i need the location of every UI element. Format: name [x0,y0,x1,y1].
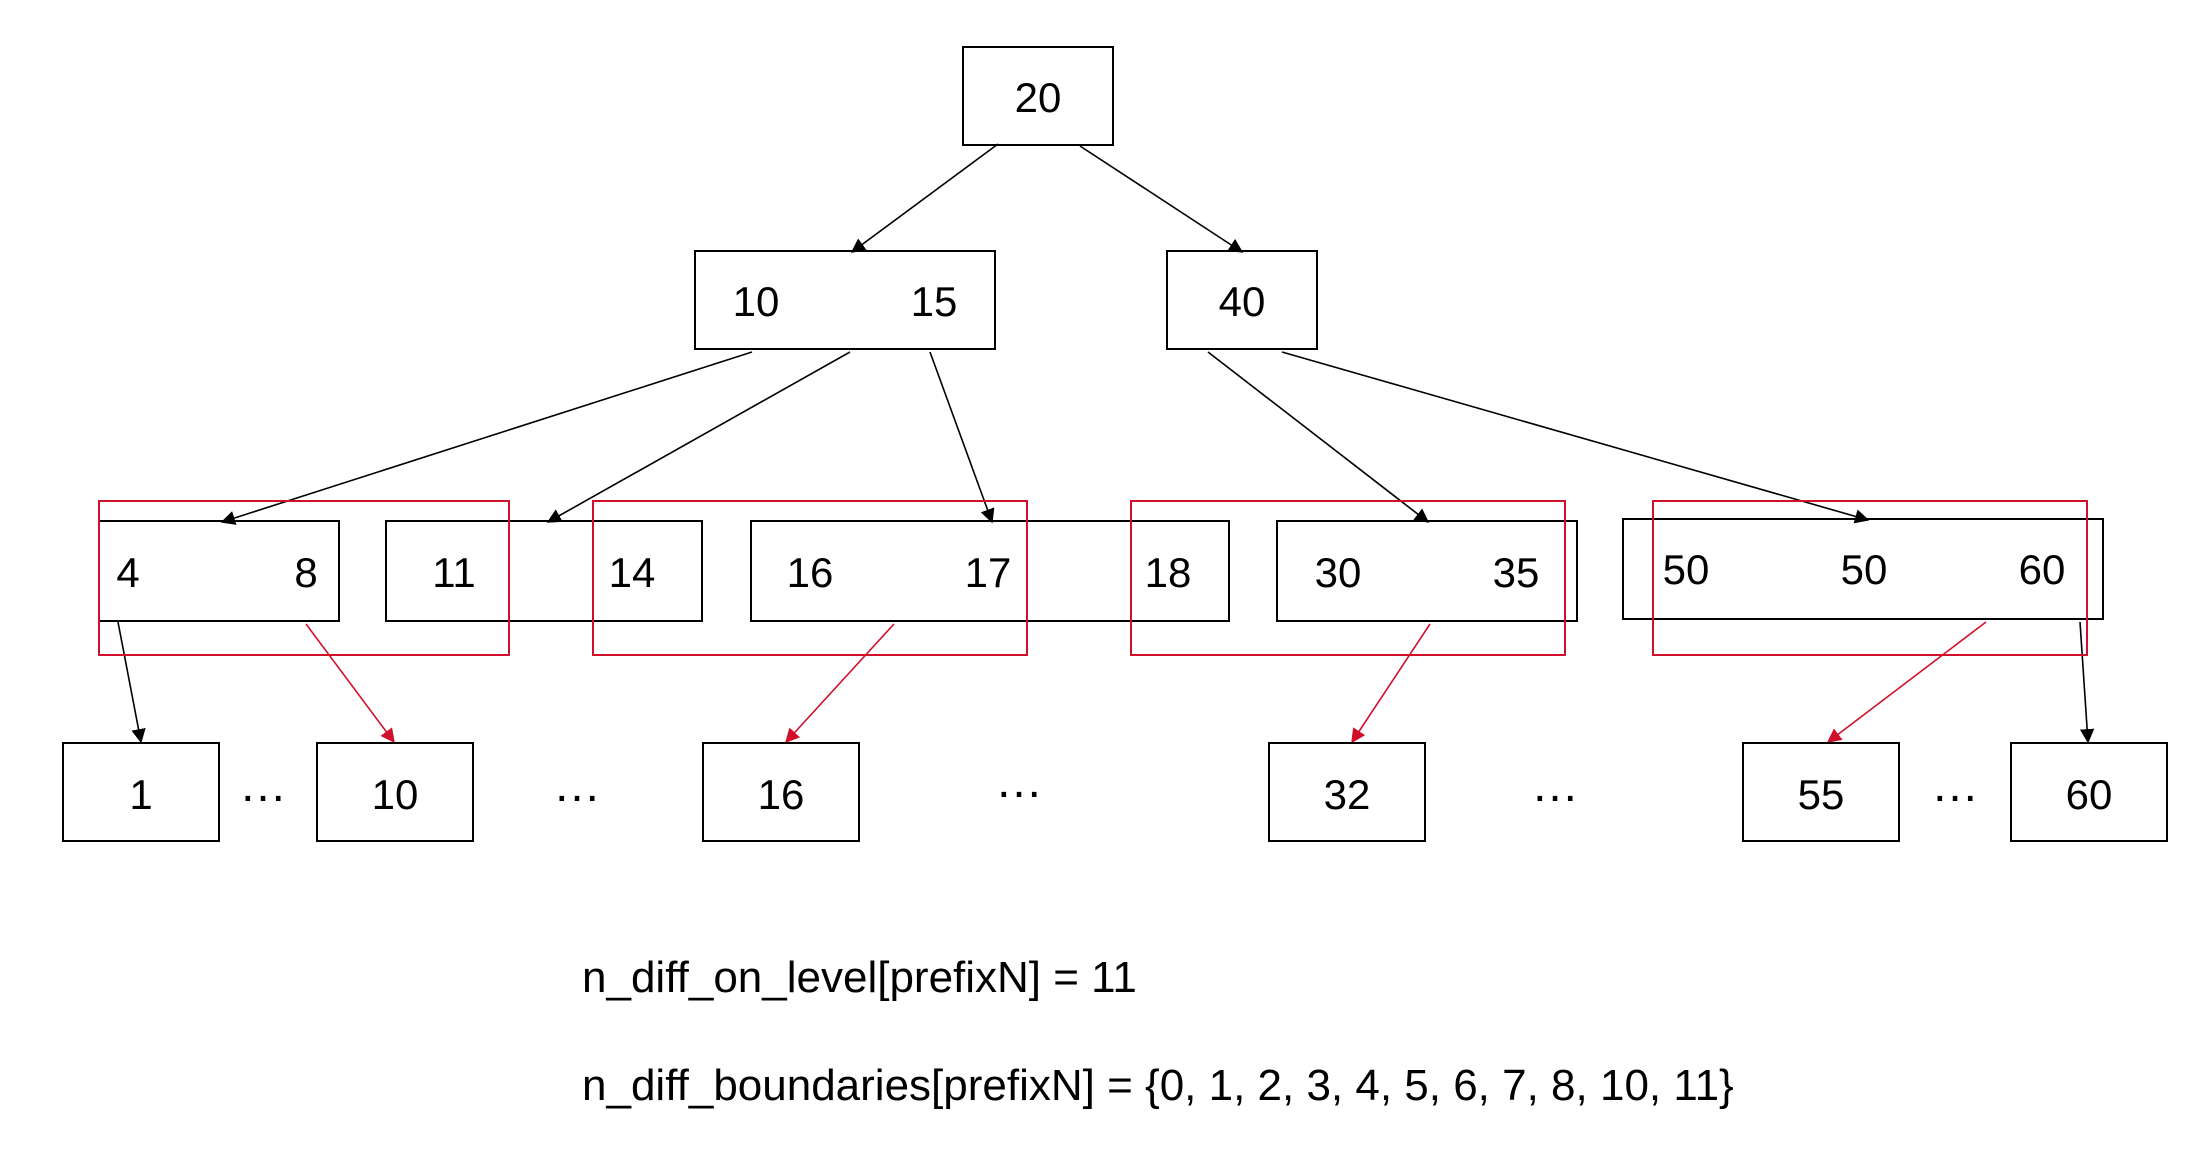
edge-node-10-15-to-4-8 [220,351,753,525]
ellipsis-1: … [239,759,289,812]
leaf-key-32: 32 [1323,771,1371,818]
sample-group-box-4 [1652,500,2088,656]
leaf-key-1: 1 [129,771,153,818]
internal-node-40 [1166,250,1318,350]
sample-group-box-3 [1130,500,1566,656]
key-11: 11 [432,549,476,596]
key-16: 16 [786,549,834,596]
leaf-node-16 [702,742,860,842]
sample-group-box-1 [98,500,510,656]
key-35: 35 [1492,549,1540,596]
level2-node-16-17-18 [750,520,1230,622]
key-18: 18 [1144,549,1192,596]
edge-node-4-8-to-leaf-10 [305,623,395,744]
key-10: 10 [732,278,780,325]
edge-root-to-node-10-15 [850,143,999,253]
n-diff-on-level-text: n_diff_on_level[prefixN] = 11 [582,953,1137,1002]
leaf-node-1 [62,742,220,842]
key-50-second: 50 [1840,546,1888,593]
leaf-key-55: 55 [1797,771,1845,818]
key-4: 4 [116,549,140,596]
key-30: 30 [1314,549,1362,596]
sample-group-box-2 [592,500,1028,656]
edge-node-4-8-to-leaf-1 [117,621,146,744]
n-diff-boundaries-text: n_diff_boundaries[prefixN] = {0, 1, 2, 3… [582,1061,1734,1110]
ellipsis-4: … [1531,759,1581,812]
ellipsis-3: … [995,755,1045,808]
edge-node-30-35-to-leaf-32 [1351,623,1431,744]
leaf-key-10: 10 [371,771,419,818]
key-50-first: 50 [1662,546,1710,593]
edge-node-40-to-50-50-60 [1281,351,1870,524]
leaf-node-32 [1268,742,1426,842]
key-40: 40 [1218,278,1266,325]
key-15: 15 [910,278,958,325]
edge-node-16-17-18-to-leaf-16 [785,623,895,744]
key-17: 17 [964,549,1012,596]
leaf-node-60 [2010,742,2168,842]
edge-node-40-to-30-35 [1207,351,1430,523]
ellipsis-2: … [553,759,603,812]
edge-node-50-50-60-to-leaf-60 [2079,621,2095,744]
internal-node-10-15 [694,250,996,350]
level2-node-50-50-60 [1622,518,2104,620]
root-key: 20 [1014,74,1062,121]
root-node [962,46,1114,146]
edge-node-50-50-60-to-leaf-55 [1826,621,1987,743]
key-8: 8 [294,549,318,596]
level2-node-30-35 [1276,520,1578,622]
key-14: 14 [608,549,656,596]
key-60: 60 [2018,546,2066,593]
level2-node-11-14 [385,520,703,622]
edge-root-to-node-40 [1079,145,1244,253]
edge-node-10-15-to-11-14 [546,351,851,523]
leaf-node-55 [1742,742,1900,842]
leaf-node-10 [316,742,474,842]
leaf-key-16: 16 [757,771,805,818]
leaf-key-60: 60 [2065,771,2113,818]
ellipsis-5: … [1931,759,1981,812]
edge-node-10-15-to-16-17-18 [929,351,995,524]
